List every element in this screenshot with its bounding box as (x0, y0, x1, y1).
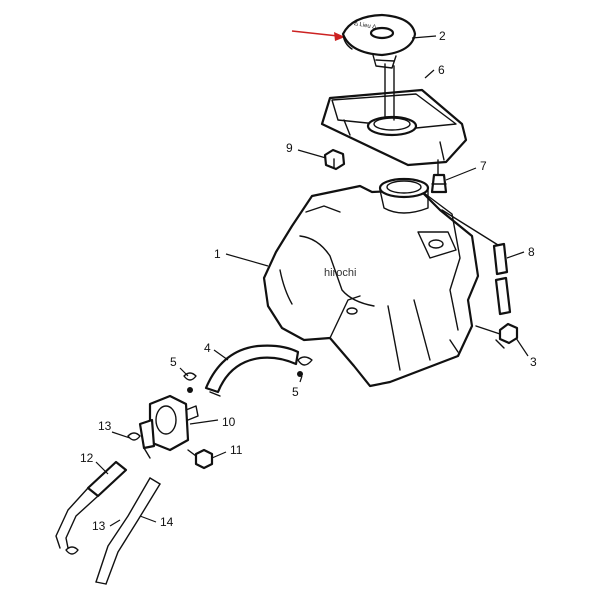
callout-3: 3 (530, 355, 537, 369)
svg-text:∆ Lieu ∆: ∆ Lieu ∆ (354, 20, 377, 31)
hose-clip-13a (127, 432, 141, 441)
callout-5b: 5 (292, 385, 299, 399)
red-arrow-icon (291, 30, 345, 41)
fuel-tank (262, 177, 480, 388)
fuel-hose-4 (204, 344, 300, 397)
bolt-3 (475, 322, 519, 349)
callout-7: 7 (480, 159, 487, 173)
fuel-cock (138, 394, 199, 459)
bolt-9 (323, 148, 346, 171)
callout-11: 11 (230, 443, 243, 457)
callout-12: 12 (80, 451, 94, 465)
callout-1: 1 (214, 247, 221, 261)
callout-8: 8 (528, 245, 535, 259)
hose-12 (55, 460, 128, 549)
callout-13b: 13 (92, 519, 106, 533)
callout-6: 6 (438, 63, 445, 77)
callout-5a: 5 (170, 355, 177, 369)
hose-clip-5a (183, 372, 197, 393)
hose-14 (95, 477, 161, 585)
tank-cover (320, 63, 468, 167)
watermark: hirochi (324, 267, 356, 279)
leader-lines (95, 35, 529, 527)
callout-13a: 13 (98, 419, 112, 433)
callout-9: 9 (286, 141, 293, 155)
hose-8 (441, 209, 512, 316)
screw-11 (187, 448, 214, 470)
callout-4: 4 (204, 341, 211, 355)
callout-2: 2 (439, 29, 446, 43)
breather-nipple (430, 159, 448, 194)
callout-14: 14 (160, 515, 174, 529)
fuel-cap: ∆ Lieu ∆ (341, 13, 417, 69)
hose-clip-5b (297, 356, 313, 377)
hose-clip-13b (65, 546, 79, 555)
callout-labels: 2 6 9 7 8 1 3 4 5 5 10 11 13 12 13 14 (80, 29, 537, 533)
callout-10: 10 (222, 415, 236, 429)
